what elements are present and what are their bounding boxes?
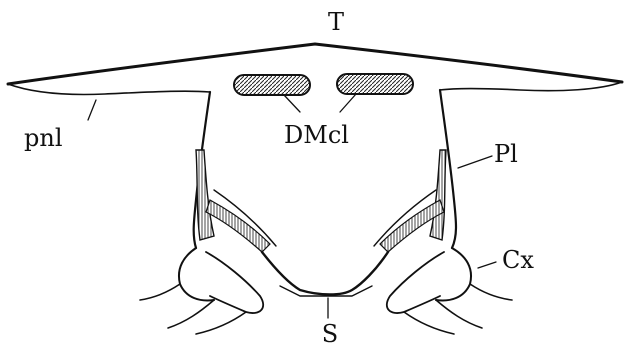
right-coxa [387, 248, 512, 334]
label-coxa: Cx [502, 246, 534, 274]
dorsal-muscle-right [337, 74, 413, 94]
label-sternum: S [322, 320, 338, 347]
dorsal-muscle-left [234, 75, 310, 95]
label-pleuron: Pl [494, 140, 518, 168]
label-tergum: T [328, 8, 344, 36]
label-dorsal-muscles: DMcl [284, 121, 349, 149]
sternum [262, 252, 388, 296]
left-pleuron [194, 92, 276, 252]
right-pleuron [374, 90, 456, 252]
dorsal-muscle-sections [234, 74, 413, 95]
left-coxa [140, 248, 263, 334]
tergum-plate [8, 44, 622, 95]
label-paranotal-lobe: pnl [24, 124, 63, 152]
